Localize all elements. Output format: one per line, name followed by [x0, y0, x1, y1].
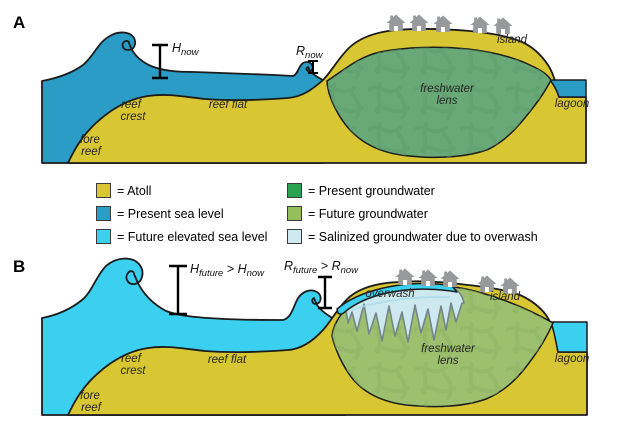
- legend-item-present-sea-level: = Present sea level: [96, 202, 267, 225]
- legend-item-future-sea-level: = Future elevated sea level: [96, 225, 267, 248]
- reef-flat-label-b: reef flat: [208, 354, 247, 366]
- house-icon: [470, 16, 490, 33]
- legend-column-left: = Atoll = Present sea level = Future ele…: [96, 179, 267, 248]
- house-icon: [418, 269, 438, 286]
- legend-label-future-sea-level: = Future elevated sea level: [117, 229, 268, 244]
- house-icon: [493, 17, 513, 34]
- reef-crest-label-a2: crest: [121, 111, 147, 123]
- freshwater-lens-label-b: freshwater: [421, 343, 476, 355]
- reef-crest-label-a: reef: [121, 99, 143, 111]
- wave-height-label-b: Hfuture > Hnow: [190, 262, 265, 279]
- house-icon: [440, 270, 460, 287]
- wave-height-label-a: Hnow: [172, 41, 200, 58]
- wave-height-marker-a: [152, 43, 168, 80]
- lagoon-label-b: lagoon: [555, 353, 590, 365]
- reef-crest-label-b2: crest: [121, 365, 147, 377]
- legend-swatch-present-sea-level: [96, 206, 111, 221]
- panel-b: B Hfuture > Hnow Rfuture > Rnow overwash…: [13, 257, 590, 416]
- legend-item-salinized-groundwater: = Salinized groundwater due to overwash: [287, 225, 538, 248]
- salinized-streak: [351, 295, 451, 311]
- panel-a: A Hnow Rnow reef crest reef flat fore re…: [13, 13, 590, 164]
- panel-b-letter: B: [13, 257, 25, 276]
- legend-item-present-groundwater: = Present groundwater: [287, 179, 538, 202]
- legend-label-salinized-groundwater: = Salinized groundwater due to overwash: [308, 229, 538, 244]
- house-icon: [386, 14, 406, 31]
- legend-swatch-present-groundwater: [287, 183, 302, 198]
- legend-swatch-future-groundwater: [287, 206, 302, 221]
- legend-swatch-salinized-groundwater: [287, 229, 302, 244]
- reef-crest-label-b: reef: [121, 353, 143, 365]
- lagoon-water-b: [550, 321, 588, 353]
- freshwater-lens-label-b2: lens: [437, 355, 458, 367]
- legend-label-present-groundwater: = Present groundwater: [308, 183, 435, 198]
- lagoon-label-a: lagoon: [555, 98, 590, 110]
- legend-label-atoll: = Atoll: [117, 183, 152, 198]
- legend-label-future-groundwater: = Future groundwater: [308, 206, 428, 221]
- house-icon: [433, 15, 453, 32]
- runup-label-b: Rfuture > Rnow: [284, 259, 359, 276]
- fore-reef-label-a2: reef: [81, 146, 103, 158]
- legend-column-right: = Present groundwater = Future groundwat…: [287, 179, 538, 248]
- fore-reef-label-a: fore: [80, 134, 100, 146]
- overwash-label: overwash: [365, 288, 414, 300]
- legend-label-present-sea-level: = Present sea level: [117, 206, 224, 221]
- freshwater-lens-present-texture: [327, 47, 551, 158]
- panel-a-letter: A: [13, 13, 25, 32]
- house-icon: [409, 14, 429, 31]
- lagoon-water: [549, 79, 587, 98]
- legend-item-atoll: = Atoll: [96, 179, 267, 202]
- house-icon: [395, 268, 415, 285]
- fore-reef-label-b: fore: [80, 390, 100, 402]
- legend-item-future-groundwater: = Future groundwater: [287, 202, 538, 225]
- freshwater-lens-label-a2: lens: [436, 95, 457, 107]
- island-label-b: island: [490, 291, 521, 303]
- legend-swatch-atoll: [96, 183, 111, 198]
- runup-marker-a: [308, 60, 318, 74]
- runup-marker-b: [318, 275, 332, 310]
- wave-height-marker-b: [169, 264, 187, 316]
- runup-label-a: Rnow: [296, 44, 324, 61]
- house-icon: [477, 275, 497, 292]
- freshwater-lens-label-a: freshwater: [420, 83, 475, 95]
- fore-reef-label-b2: reef: [81, 402, 103, 414]
- legend-swatch-future-sea-level: [96, 229, 111, 244]
- island-label-a: island: [497, 34, 528, 46]
- reef-flat-label-a: reef flat: [209, 99, 248, 111]
